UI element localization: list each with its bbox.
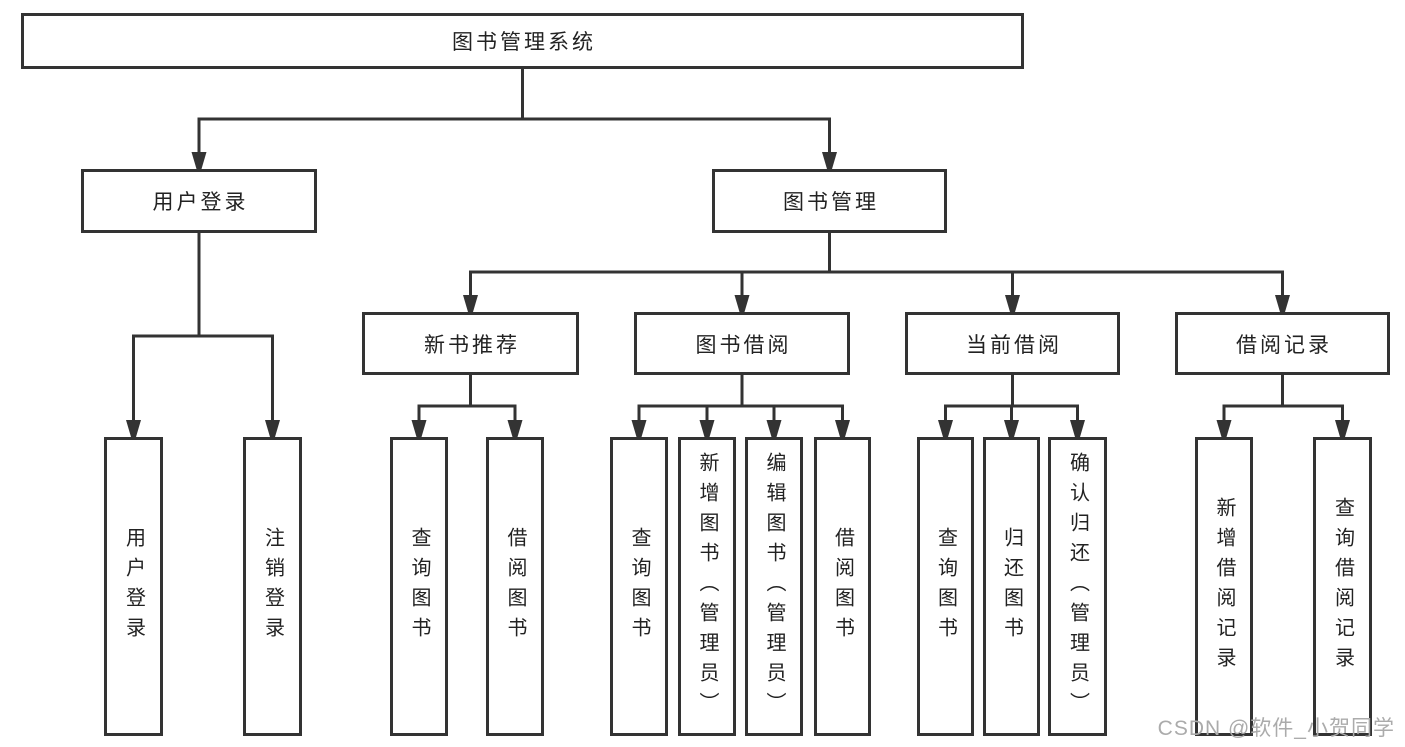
node-label: 查询图书 bbox=[408, 526, 430, 647]
arrowhead-icon bbox=[1335, 420, 1350, 437]
arrowhead-icon bbox=[822, 152, 837, 169]
node-leaf-nb-borrow: 借阅图书 bbox=[486, 437, 544, 736]
node-label: 新增借阅记录 bbox=[1213, 496, 1235, 677]
node-leaf-br-add: 新增借阅记录 bbox=[1195, 437, 1253, 736]
arrowhead-icon bbox=[938, 420, 953, 437]
node-label: 图书借阅 bbox=[695, 333, 792, 357]
node-label: 图书管理 bbox=[783, 191, 879, 214]
arrowhead-icon bbox=[411, 420, 427, 437]
node-label: 新书推荐 bbox=[424, 333, 520, 357]
node-label: 查询图书 bbox=[628, 526, 650, 647]
node-leaf-bb-borrow: 借阅图书 bbox=[814, 437, 871, 736]
node-label: 确认归还（管理员） bbox=[1066, 451, 1089, 722]
arrowhead-icon bbox=[507, 420, 523, 437]
arrowhead-icon bbox=[1275, 295, 1290, 312]
node-new-book: 新书推荐 bbox=[362, 312, 579, 375]
arrowhead-icon bbox=[1004, 420, 1019, 437]
node-leaf-cb-query: 查询图书 bbox=[917, 437, 974, 736]
node-label: 注销登录 bbox=[261, 526, 284, 647]
node-book-mgmt: 图书管理 bbox=[712, 169, 947, 233]
node-leaf-bb-edit: 编辑图书（管理员） bbox=[745, 437, 803, 736]
node-label: 新增图书（管理员） bbox=[696, 451, 718, 722]
node-leaf-nb-query: 查询图书 bbox=[390, 437, 448, 736]
node-leaf-bb-add: 新增图书（管理员） bbox=[678, 437, 736, 736]
node-label: 借阅记录 bbox=[1236, 333, 1332, 357]
node-borrow-records: 借阅记录 bbox=[1175, 312, 1390, 375]
arrowhead-icon bbox=[699, 420, 715, 437]
node-book-borrow: 图书借阅 bbox=[634, 312, 850, 375]
arrowhead-icon bbox=[1005, 295, 1020, 312]
node-label: 借阅图书 bbox=[831, 526, 854, 647]
arrowhead-icon bbox=[1216, 420, 1232, 437]
arrowhead-icon bbox=[835, 420, 850, 437]
node-leaf-br-query: 查询借阅记录 bbox=[1313, 437, 1372, 736]
arrowhead-icon bbox=[766, 420, 782, 437]
node-current-borrow: 当前借阅 bbox=[905, 312, 1120, 375]
node-label: 查询借阅记录 bbox=[1331, 496, 1354, 677]
node-label: 编辑图书（管理员） bbox=[763, 451, 785, 722]
node-user-login: 用户登录 bbox=[81, 169, 317, 233]
node-label: 查询图书 bbox=[934, 526, 957, 647]
node-root: 图书管理系统 bbox=[21, 13, 1024, 69]
arrowhead-icon bbox=[734, 295, 750, 312]
node-leaf-logout: 注销登录 bbox=[243, 437, 302, 736]
node-label: 归还图书 bbox=[1000, 526, 1023, 647]
arrowhead-icon bbox=[631, 420, 647, 437]
arrowhead-icon bbox=[191, 152, 207, 169]
node-leaf-user-login: 用户登录 bbox=[104, 437, 163, 736]
arrowhead-icon bbox=[463, 295, 478, 312]
arrowhead-icon bbox=[126, 420, 141, 437]
node-label: 图书管理系统 bbox=[452, 31, 596, 54]
node-label: 用户登录 bbox=[152, 191, 249, 214]
node-leaf-cb-return: 归还图书 bbox=[983, 437, 1040, 736]
arrowhead-icon bbox=[265, 420, 280, 437]
arrowhead-icon bbox=[1070, 420, 1085, 437]
node-leaf-cb-confirm: 确认归还（管理员） bbox=[1048, 437, 1107, 736]
node-label: 用户登录 bbox=[122, 526, 145, 647]
node-label: 当前借阅 bbox=[966, 333, 1062, 357]
node-leaf-bb-query: 查询图书 bbox=[610, 437, 668, 736]
node-label: 借阅图书 bbox=[504, 526, 526, 647]
watermark: CSDN @软件_小贺同学 bbox=[1157, 717, 1395, 740]
